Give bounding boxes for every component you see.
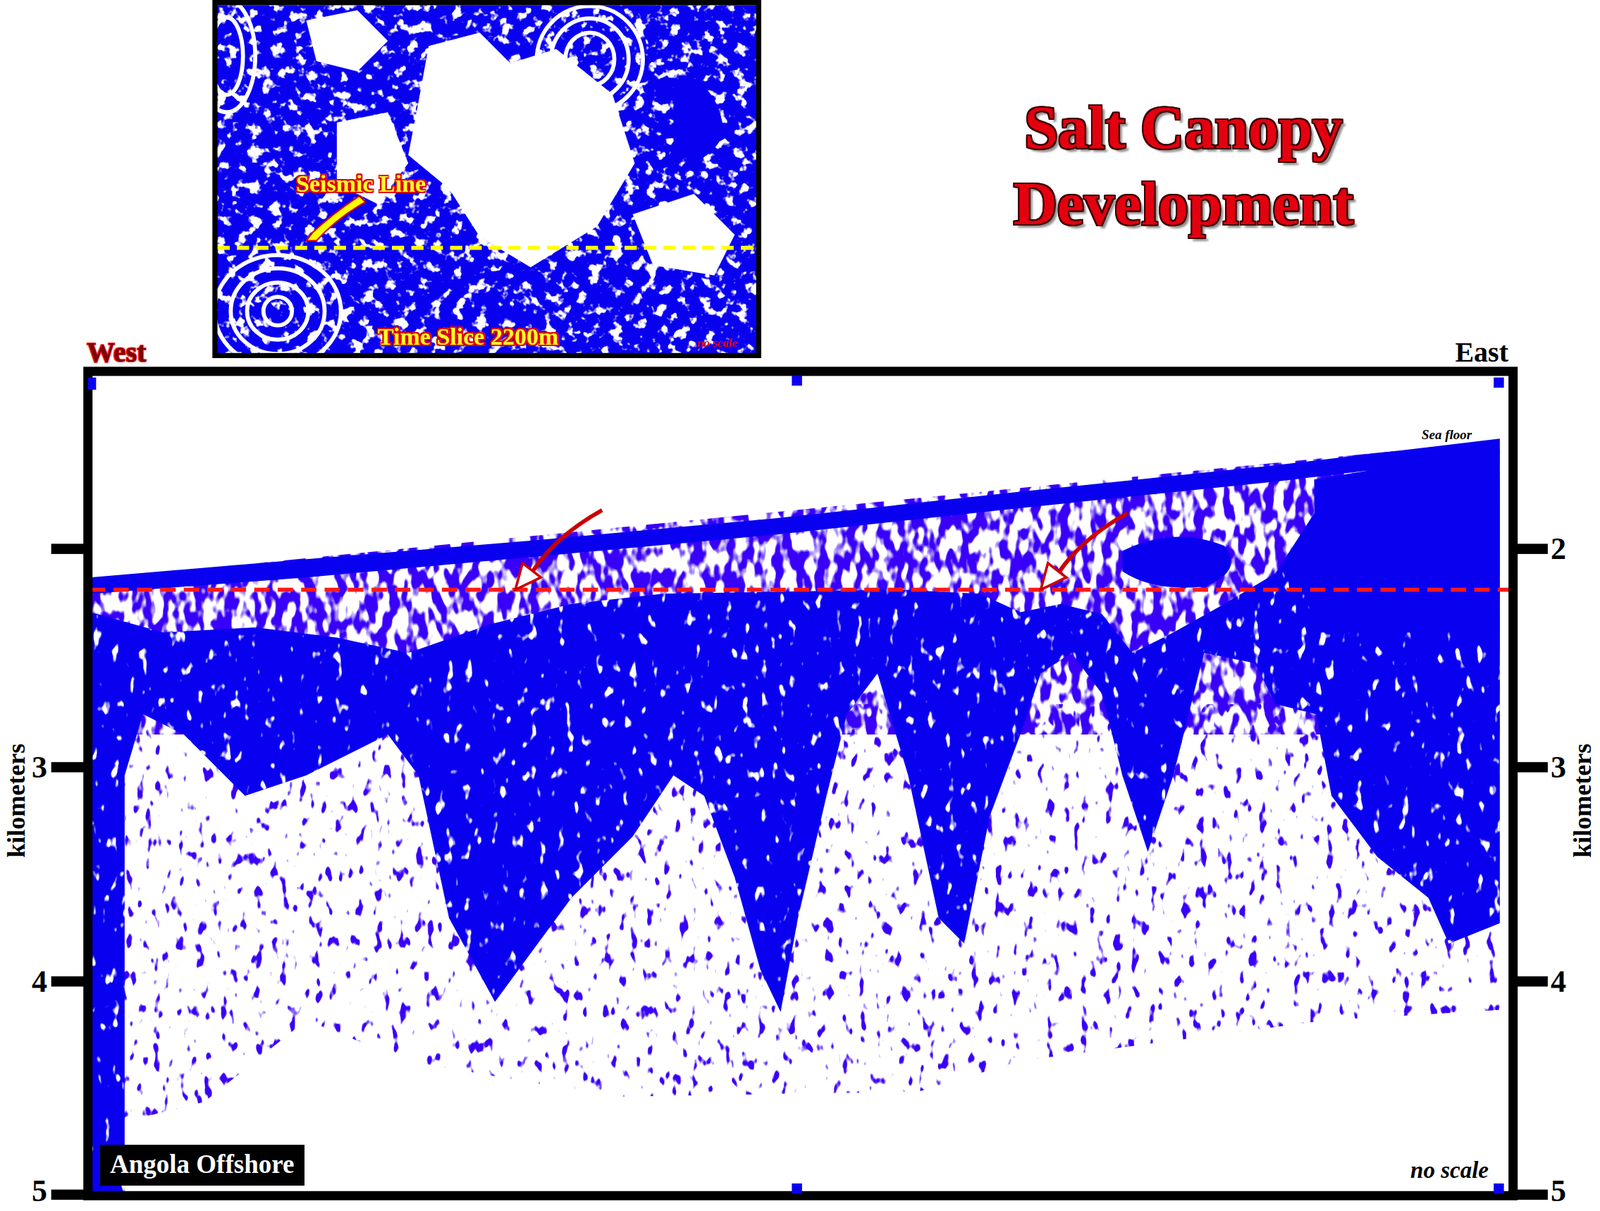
depth-value: 3: [1550, 750, 1567, 785]
slice-level-line: [90, 587, 1511, 593]
location-name: Angola Offshore: [109, 1150, 294, 1180]
time-slice-map: [215, 4, 759, 354]
axis-title: kilometers: [2, 743, 32, 858]
map-label: Time Slice 2200m: [377, 323, 559, 350]
diagram-title: Salt Canopy Development: [957, 90, 1409, 242]
scale-note: no scale: [697, 336, 738, 351]
frame-markers: [88, 375, 1505, 1195]
depth-value: 5: [31, 1174, 48, 1209]
seismic-line-trace: [217, 245, 757, 251]
seismic-section: [92, 438, 1510, 1192]
depth-value: 2: [1550, 532, 1567, 566]
section-frame: [88, 371, 1514, 1196]
scale-note: no scale: [1410, 1157, 1489, 1183]
sea-floor: [92, 438, 1500, 594]
depth-value: 4: [31, 964, 48, 999]
inset-frame: [214, 2, 759, 356]
depth-ticks: [51, 543, 1548, 1200]
direction-label: East: [1454, 336, 1509, 368]
axis-title: kilometers: [1568, 743, 1598, 858]
depth-value: 3: [31, 750, 48, 785]
map-label: Seismic Line: [296, 170, 426, 197]
reflector: [1122, 536, 1231, 588]
pointer-arrow: [515, 510, 1128, 590]
lobe-texture: [92, 571, 1510, 1192]
sea-floor-label: Sea floor: [1421, 427, 1472, 443]
depth-value: 4: [1550, 964, 1567, 999]
salt-wall: [1313, 448, 1500, 633]
location-box: Angola Offshore: [100, 1144, 305, 1186]
direction-label: West: [86, 336, 146, 368]
pointer-arrow: [305, 195, 366, 242]
depth-value: 5: [1550, 1174, 1567, 1209]
